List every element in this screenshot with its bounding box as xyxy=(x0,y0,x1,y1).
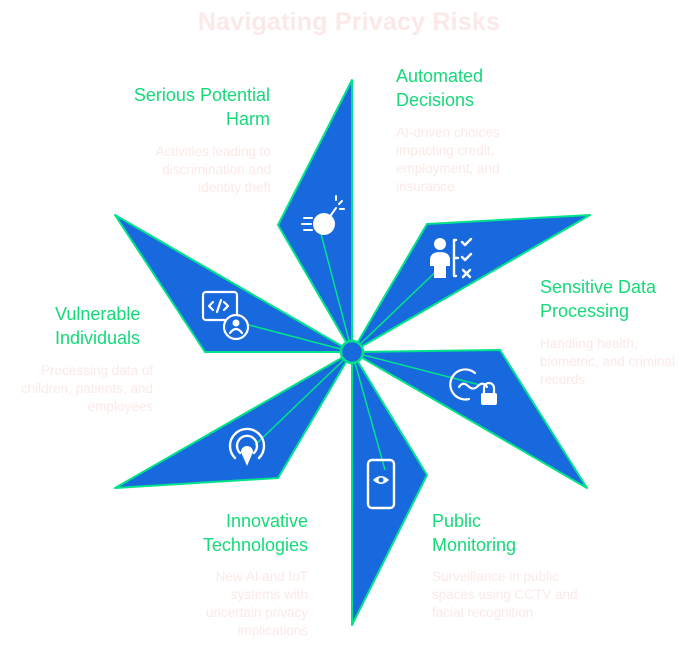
item-desc-automated-decisions: AI-driven choices impacting credit, empl… xyxy=(396,125,500,194)
center-hub xyxy=(339,339,365,365)
bomb-icon xyxy=(301,195,345,235)
item-title-sensitive-data-processing: Sensitive Data Processing xyxy=(540,277,657,321)
radar-pin-icon xyxy=(228,427,266,466)
encrypted-data-icon xyxy=(449,368,497,405)
item-title-automated-decisions: Automated Decisions xyxy=(396,66,484,110)
item-title-serious-potential-harm: Serious Potential Harm xyxy=(133,85,270,129)
diagram-title: Navigating Privacy Risks xyxy=(197,8,501,36)
blade-spokes xyxy=(114,80,591,625)
item-desc-innovative-technologies: New AI and IoT systems with uncertain pr… xyxy=(205,569,308,638)
item-desc-public-monitoring: Surveillance in public spaces using CCTV… xyxy=(432,569,578,620)
phone-eye-icon xyxy=(366,458,396,510)
item-title-public-monitoring: Public Monitoring xyxy=(432,511,517,555)
item-desc-serious-potential-harm: Activities leading to discrimination and… xyxy=(155,144,271,195)
item-title-innovative-technologies: Innovative Technologies xyxy=(202,511,308,555)
item-desc-vulnerable-individuals: Processing data of children, patients, a… xyxy=(20,363,153,414)
item-desc-sensitive-data-processing: Handling health, biometric, and criminal… xyxy=(540,336,676,387)
code-user-icon xyxy=(201,290,250,341)
item-title-vulnerable-individuals: Vulnerable Individuals xyxy=(55,304,141,348)
decision-checklist-icon xyxy=(430,237,473,279)
